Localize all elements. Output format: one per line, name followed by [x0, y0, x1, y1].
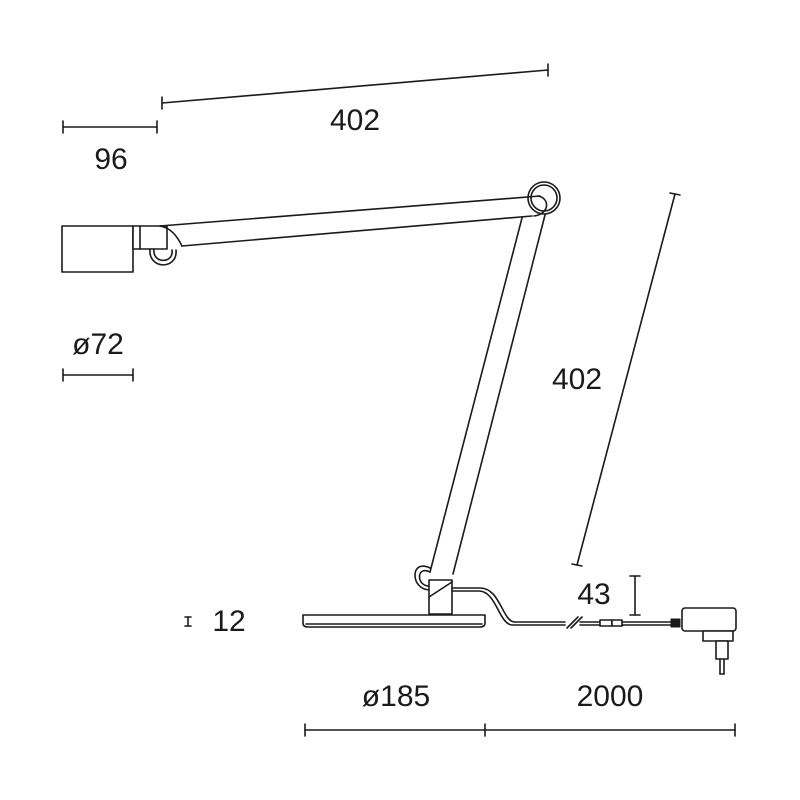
dimension-line-head-length [62, 120, 158, 134]
upper-arm [159, 195, 541, 247]
elbow-joint [527, 181, 561, 217]
dimension-line-base-thickness [184, 616, 192, 627]
power-adapter [681, 607, 737, 675]
label-cable-length: 2000 [576, 680, 644, 713]
label-head-diameter: ø72 [72, 328, 124, 361]
lamp-head [61, 225, 177, 273]
dimension-line-upper-arm [161, 63, 549, 110]
label-base-diameter: ø185 [361, 680, 431, 713]
label-lower-arm-length: 402 [551, 363, 603, 396]
lower-arm [429, 214, 546, 575]
power-cable [451, 587, 681, 629]
dimension-line-bottom [304, 723, 736, 737]
dimension-line-cable-height [629, 575, 641, 616]
label-head-length: 96 [94, 143, 128, 176]
label-upper-arm-length: 402 [329, 104, 381, 137]
lamp-base [302, 614, 486, 628]
label-cable-height: 43 [577, 578, 611, 611]
base-joint [414, 565, 453, 615]
label-base-thickness: 12 [212, 605, 246, 638]
dimension-line-lower-arm [571, 192, 681, 567]
dimension-line-head-diameter [62, 368, 134, 382]
